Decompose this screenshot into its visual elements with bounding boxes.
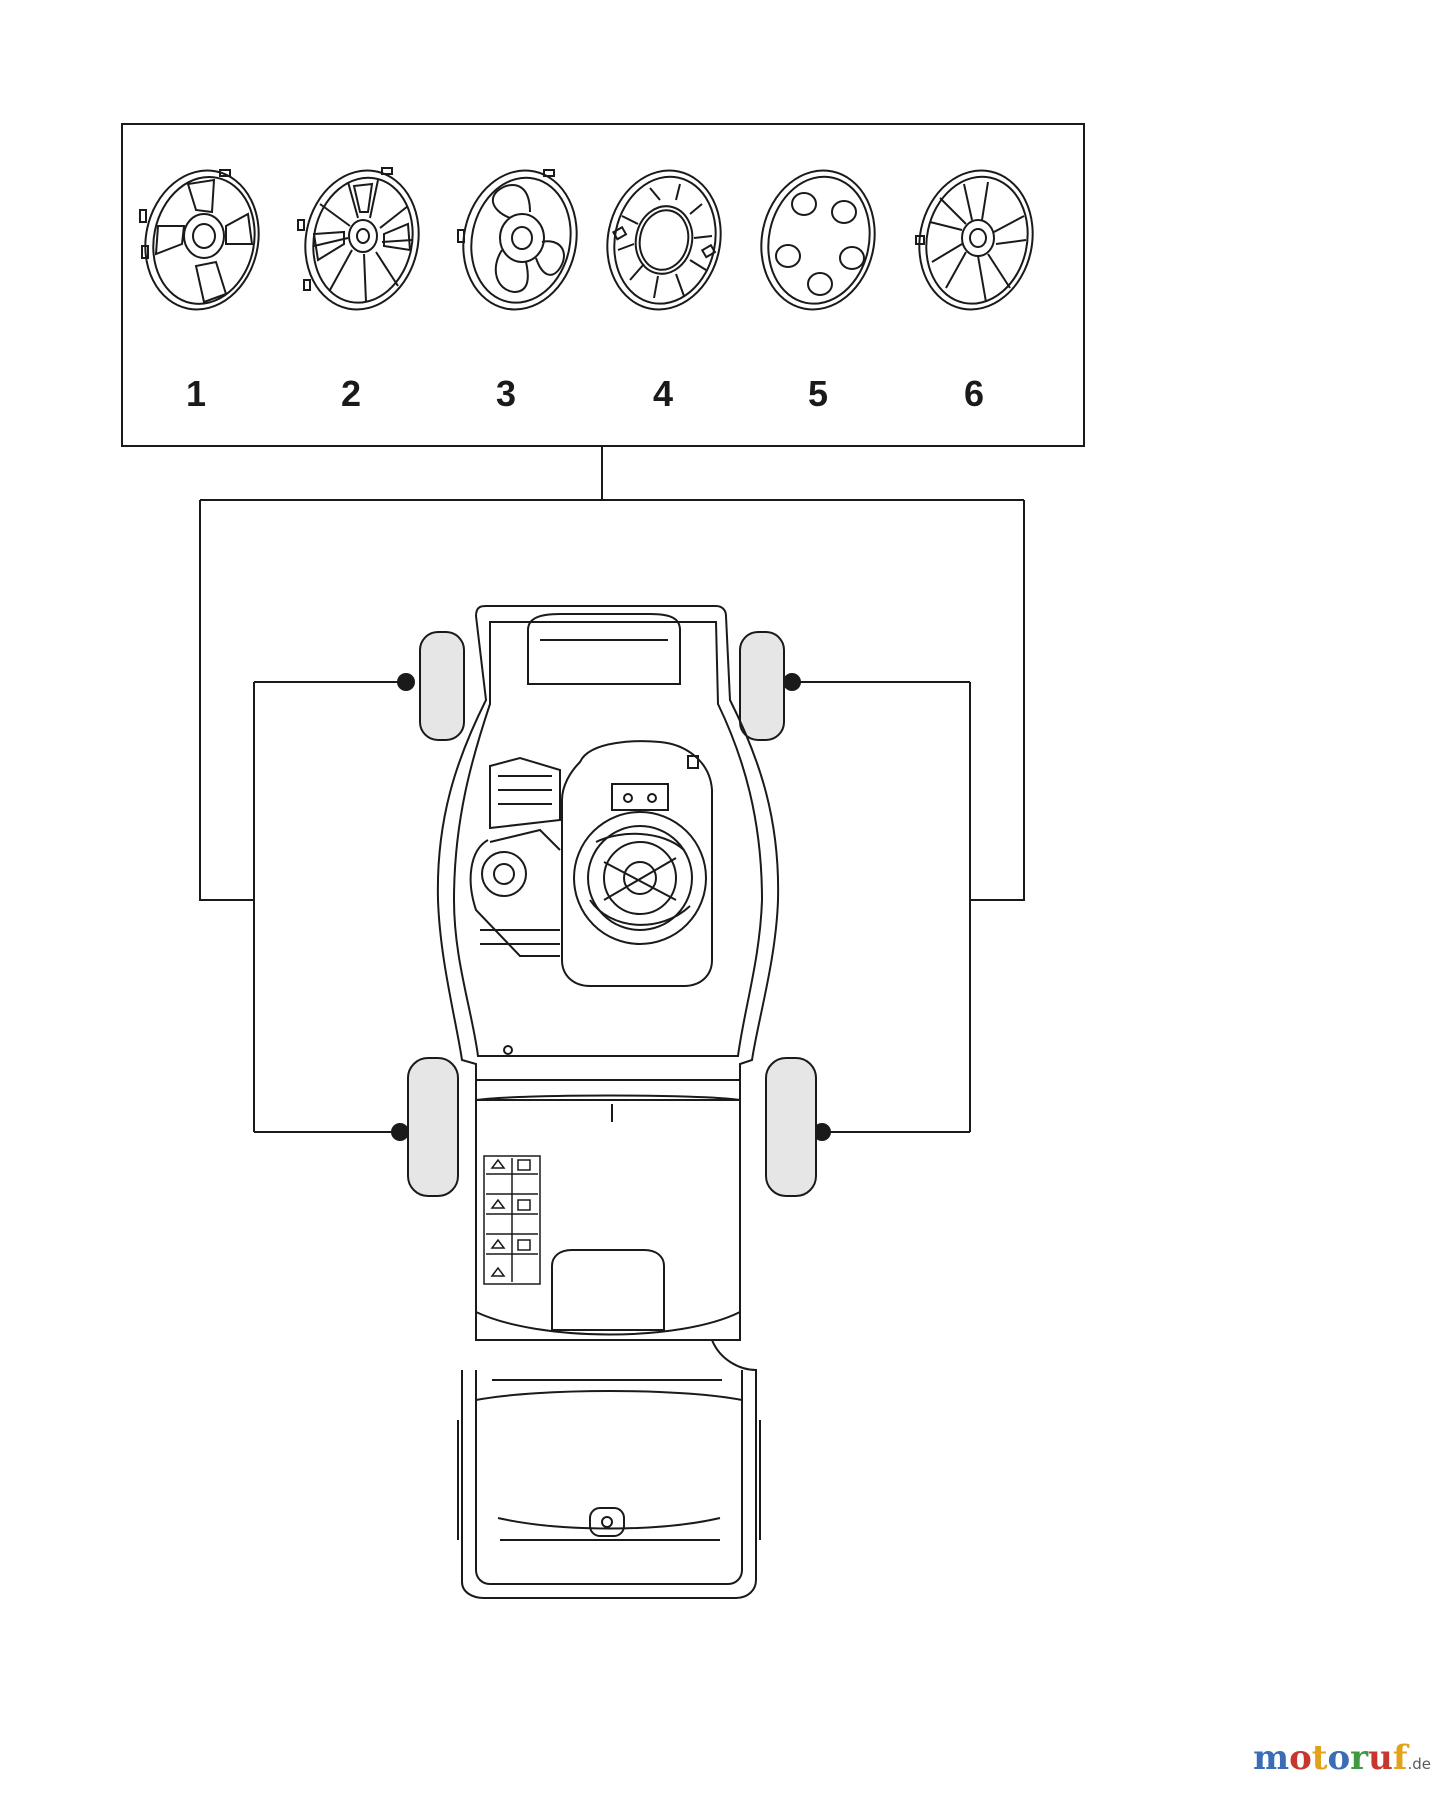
- watermark-letter: o: [1289, 1738, 1312, 1778]
- connector-lines: [199, 446, 1025, 1133]
- wheel-cap-3-icon: [457, 169, 578, 311]
- watermark-letter: t: [1311, 1738, 1328, 1778]
- wheel-cap-5-icon: [760, 169, 876, 311]
- wheel-cap-1-number: 1: [186, 373, 206, 414]
- wheel-cap-6-icon: [915, 169, 1034, 311]
- wheel-cap-4-number: 4: [653, 373, 673, 414]
- wheel-cap-4-icon: [606, 169, 722, 311]
- wheel-cap-6-number: 6: [964, 373, 984, 414]
- connector-dots: [391, 673, 831, 1141]
- wheel-cap-3-number: 3: [496, 373, 516, 414]
- wheel-cap-2-number: 2: [341, 373, 361, 414]
- watermark-letter: f: [1392, 1738, 1408, 1778]
- warning-label: [483, 1155, 541, 1285]
- front-left-wheel: [419, 631, 465, 741]
- rear-left-wheel: [407, 1057, 459, 1197]
- watermark-letter: r: [1350, 1738, 1369, 1778]
- watermark-letter: u: [1368, 1738, 1393, 1778]
- engine: [469, 740, 713, 987]
- mower-rear: [457, 1094, 761, 1599]
- rear-right-wheel: [765, 1057, 817, 1197]
- mower-wheels: [407, 631, 817, 1197]
- mower-deck: [436, 605, 780, 1081]
- motoruf-watermark: motoruf.de: [1253, 1738, 1431, 1778]
- mower-handle: [475, 1080, 741, 1100]
- wheel-cap-5-number: 5: [808, 373, 828, 414]
- watermark-letter: m: [1253, 1738, 1290, 1778]
- watermark-suffix: .de: [1407, 1755, 1431, 1773]
- wheel-cap-options-box: [121, 123, 1085, 447]
- wheel-cap-1-icon: [139, 169, 260, 311]
- wheel-cap-2-icon: [297, 167, 420, 311]
- watermark-letter: o: [1327, 1738, 1351, 1778]
- front-right-wheel: [739, 631, 785, 741]
